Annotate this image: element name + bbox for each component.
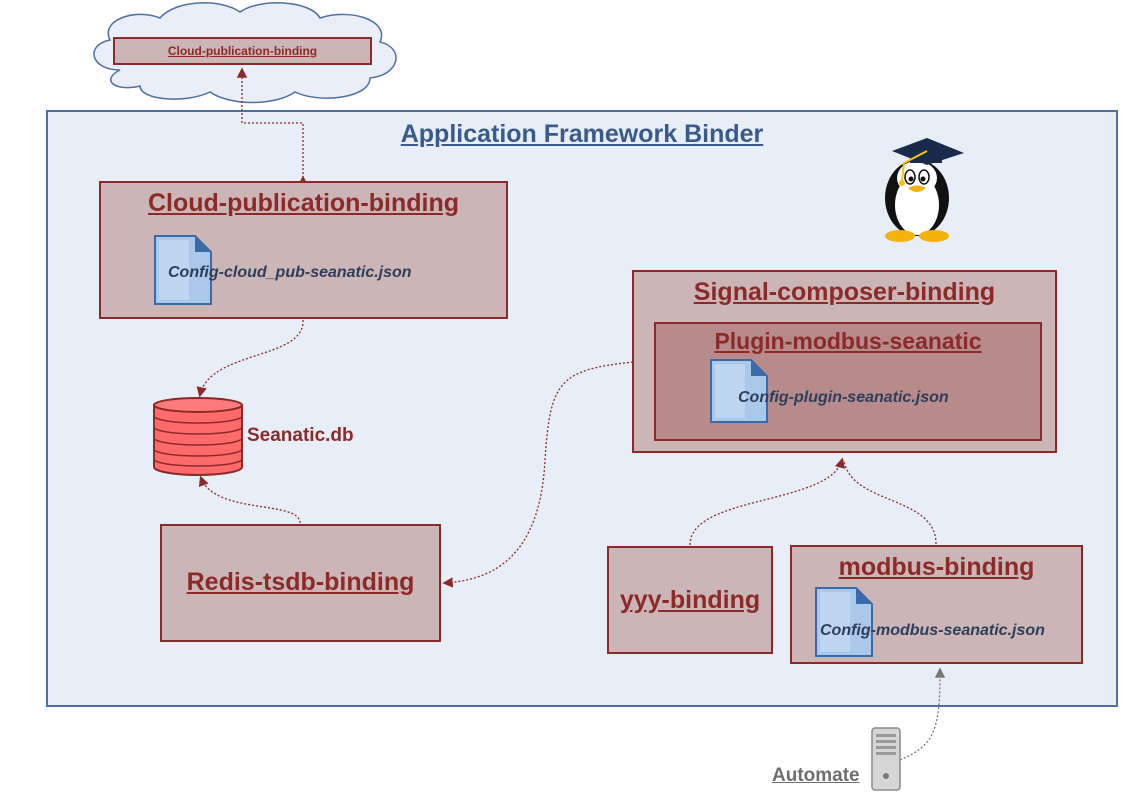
database-label: Seanatic.db xyxy=(247,425,354,446)
document-icon xyxy=(815,587,873,657)
yyy-binding: yyy-binding xyxy=(607,546,773,654)
redis-tsdb-binding: Redis-tsdb-binding xyxy=(160,524,441,642)
cloud-publication-label: Cloud-publication-binding xyxy=(113,37,372,65)
modbus-to-composer-link xyxy=(843,459,937,545)
yyy-binding-title: yyy-binding xyxy=(619,586,761,614)
composer-to-redis-link xyxy=(442,361,634,588)
redis-to-db-link xyxy=(198,475,301,524)
cloud-link xyxy=(236,67,309,186)
modbus-config-file: Config-modbus-seanatic.json xyxy=(820,622,1045,639)
automate-label: Automate xyxy=(772,765,860,786)
cloud-publication-binding: Cloud-publication-binding Config-cloud_p… xyxy=(99,181,508,319)
plugin-title: Plugin-modbus-seanatic xyxy=(714,328,982,354)
database-icon xyxy=(153,397,243,476)
plugin-config-file: Config-plugin-seanatic.json xyxy=(738,389,949,406)
framework-title: Application Framework Binder xyxy=(400,120,764,148)
cloud-binding-title: Cloud-publication-binding xyxy=(147,189,460,217)
server-icon xyxy=(871,727,901,791)
penguin-icon xyxy=(885,138,964,242)
yyy-to-composer-link xyxy=(689,457,845,546)
signal-composer-title: Signal-composer-binding xyxy=(693,278,996,306)
document-icon xyxy=(710,359,768,423)
modbus-binding-title: modbus-binding xyxy=(838,553,1035,581)
document-icon xyxy=(154,235,212,305)
cloud-config-file: Config-cloud_pub-seanatic.json xyxy=(168,264,412,281)
cloud-to-db-link xyxy=(196,319,304,398)
signal-composer-binding: Signal-composer-binding Plugin-modbus-se… xyxy=(632,270,1057,453)
plugin-modbus-seanatic: Plugin-modbus-seanatic Config-plugin-sea… xyxy=(654,322,1042,441)
redis-binding-title: Redis-tsdb-binding xyxy=(186,568,415,596)
modbus-binding: modbus-binding Config-modbus-seanatic.js… xyxy=(790,545,1083,664)
automate-to-modbus-link xyxy=(899,667,946,761)
